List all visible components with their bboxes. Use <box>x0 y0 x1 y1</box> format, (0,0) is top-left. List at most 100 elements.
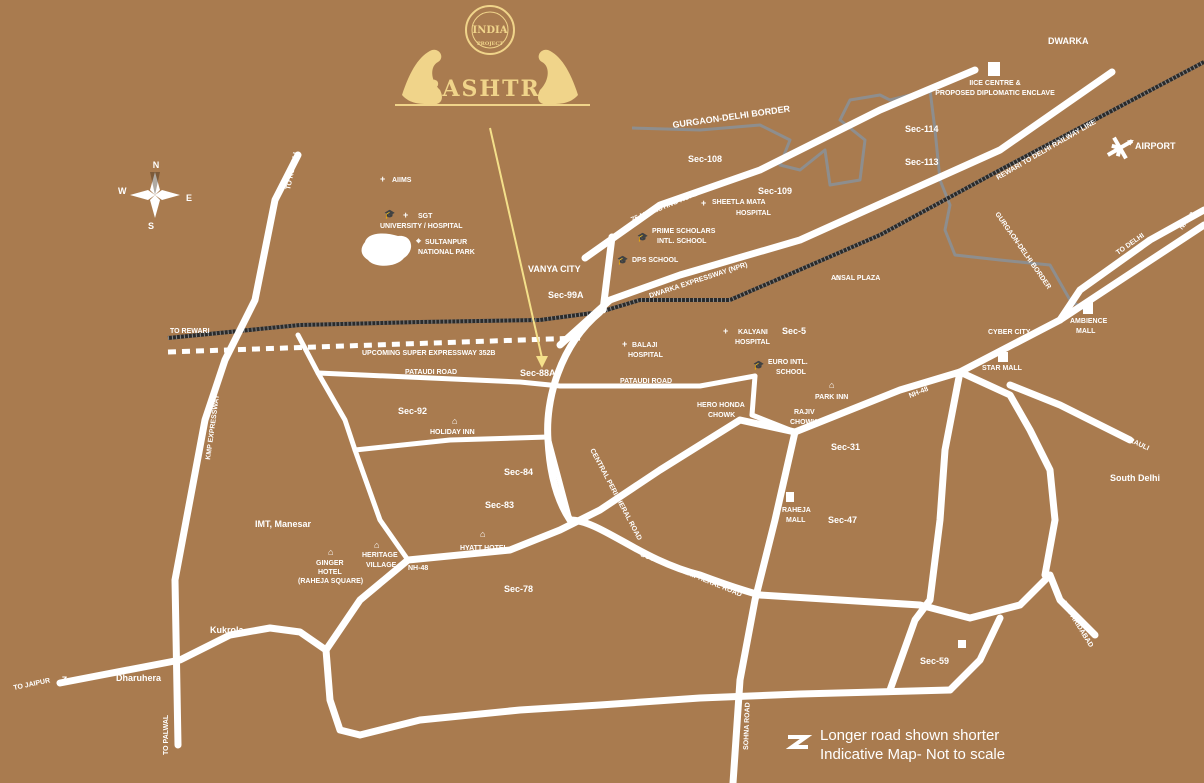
ambience-mall-icon <box>1083 302 1093 314</box>
kalyani-label-2: HOSPITAL <box>735 339 771 346</box>
southern-bypass <box>322 646 954 739</box>
legend-line-2: Indicative Map- Not to scale <box>820 746 1005 763</box>
map-legend: Longer road shown shorter Indicative Map… <box>785 727 1005 763</box>
ginger-hotel-icon: ⌂ <box>328 547 333 557</box>
nh48-road <box>56 221 1204 687</box>
logo-brand-name: RASHTRA <box>422 76 560 102</box>
sgt-label-1: SGT <box>418 213 433 220</box>
pataudi-road <box>315 370 758 389</box>
sec88a-label: Sec-88A <box>520 368 556 378</box>
heritage-label-1: HERITAGE <box>362 552 398 559</box>
rajiv-label-1: RAJIV <box>794 409 815 416</box>
sgt-label-2: UNIVERSITY / HOSPITAL <box>380 223 463 230</box>
sultanpur-label-2: NATIONAL PARK <box>418 249 475 256</box>
sohna-road-label: SOHNA ROAD <box>743 702 752 750</box>
rashtra-pointer-line <box>489 127 543 359</box>
aiims-cross-icon: + <box>380 174 385 184</box>
sheetla-label-2: HOSPITAL <box>736 210 772 217</box>
logo-badge-text: INDIA <box>473 25 508 36</box>
sec99a-label: Sec-99A <box>548 290 584 300</box>
south-delhi-label: South Delhi <box>1110 473 1160 483</box>
hero-label-2: CHOWK <box>708 412 735 419</box>
sec114-label: Sec-114 <box>905 124 939 134</box>
sec84-label: Sec-84 <box>504 467 533 477</box>
sec5-label: Sec-5 <box>782 326 806 336</box>
heritage-link-road <box>295 332 411 563</box>
road-break-icon: ʓ <box>62 674 68 685</box>
mehrauli-road <box>1006 381 1134 444</box>
airport-label: AIRPORT <box>1135 141 1176 151</box>
euro-school-icon: 🎓 <box>753 360 764 370</box>
vanya-link-road <box>599 233 616 314</box>
upcoming-expressway-line <box>167 335 581 355</box>
holiday-inn-hotel-icon: ⌂ <box>452 416 457 426</box>
upcoming-expressway-label: UPCOMING SUPER EXPRESSWAY 352B <box>362 350 495 357</box>
sec59-marker-icon <box>958 640 966 648</box>
sultanpur-label-1: SULTANPUR <box>425 239 467 246</box>
kmp-expressway-road <box>171 151 302 749</box>
logo-badge-ring <box>465 5 515 55</box>
to-jaipur-label: TO JAIPUR <box>13 677 51 692</box>
prime-school-icon: 🎓 <box>637 232 648 242</box>
hyatt-hotel-icon: ⌂ <box>480 529 485 539</box>
sheetla-cross-icon: + <box>701 198 706 208</box>
cyber-city-label: CYBER CITY <box>988 329 1031 336</box>
compass-n: N <box>153 160 160 170</box>
balaji-label-2: HOSPITAL <box>628 352 664 359</box>
raheja-label-2: MALL <box>786 517 806 524</box>
mg-road <box>956 368 1059 579</box>
park-inn-label: PARK INN <box>815 394 848 401</box>
star-mall-label: STAR MALL <box>982 365 1023 372</box>
park-inn-hotel-icon: ⌂ <box>829 380 834 390</box>
sgt-cross-icon: + <box>403 210 408 220</box>
dps-school-icon: 🎓 <box>617 255 628 265</box>
hyatt-label: HYATT HOTEL <box>460 545 509 552</box>
to-rewari-label: TO REWARI <box>170 328 210 335</box>
road-break-legend-icon <box>785 735 813 749</box>
vanya-label: VANYA CITY <box>528 264 581 274</box>
iice-label-2: PROPOSED DIPLOMATIC ENCLAVE <box>935 90 1055 97</box>
balaji-cross-icon: + <box>622 339 627 349</box>
logo-badge-inner <box>471 11 509 49</box>
sec109-label: Sec-109 <box>758 186 792 196</box>
southern-peripheral-label: SOUTHERN PERIPHERAL ROAD <box>639 551 742 598</box>
holiday-inn-label: HOLIDAY INN <box>430 429 475 436</box>
kukrola-label: Kukrola <box>210 625 245 635</box>
legend-line-1: Longer road shown shorter <box>820 727 999 744</box>
sec31-label: Sec-31 <box>831 442 860 452</box>
ambience-label-2: MALL <box>1076 328 1096 335</box>
sultanpur-park-shape <box>361 233 412 266</box>
sec78-label: Sec-78 <box>504 584 533 594</box>
sec59-road <box>946 614 1004 694</box>
existing-75m-road <box>581 66 979 262</box>
ansal-plaza-icon: ⌂ <box>835 272 840 282</box>
dwarka-label: DWARKA <box>1048 36 1089 46</box>
sheetla-label-1: SHEETLA MATA <box>712 199 766 206</box>
sec92-road <box>352 434 573 523</box>
pataudi-road-label-2: PATAUDI ROAD <box>620 378 672 385</box>
balaji-label-1: BALAJI <box>632 342 657 349</box>
railway-ties <box>167 60 1204 340</box>
to-mehrauli-label: TO MEHRAULI <box>1103 425 1150 452</box>
prime-label-1: PRIME SCHOLARS <box>652 228 716 235</box>
sgt-school-icon: 🎓 <box>384 209 395 219</box>
iice-building-icon <box>988 62 1000 76</box>
ginger-label-1: GINGER <box>316 560 344 567</box>
dps-label: DPS SCHOOL <box>632 257 679 264</box>
logo-base-line <box>395 104 590 106</box>
kalyani-cross-icon: + <box>723 326 728 336</box>
sec113-label: Sec-113 <box>905 157 939 167</box>
ambience-label-1: AMBIENCE <box>1070 318 1108 325</box>
sec59-label: Sec-59 <box>920 656 949 666</box>
compass-e: E <box>186 193 192 203</box>
delhi-road <box>1056 206 1204 324</box>
raheja-label-1: RAHEJA <box>782 507 811 514</box>
compass-rose: N S E W <box>118 160 192 231</box>
iice-label-1: IICE CENTRE & <box>969 80 1020 87</box>
hero-label-1: HERO HONDA <box>697 402 745 409</box>
sohna-road <box>729 428 799 783</box>
sec108-label: Sec-108 <box>688 154 722 164</box>
rashtra-pointer-arrow <box>536 356 548 368</box>
sec92-label: Sec-92 <box>398 406 427 416</box>
